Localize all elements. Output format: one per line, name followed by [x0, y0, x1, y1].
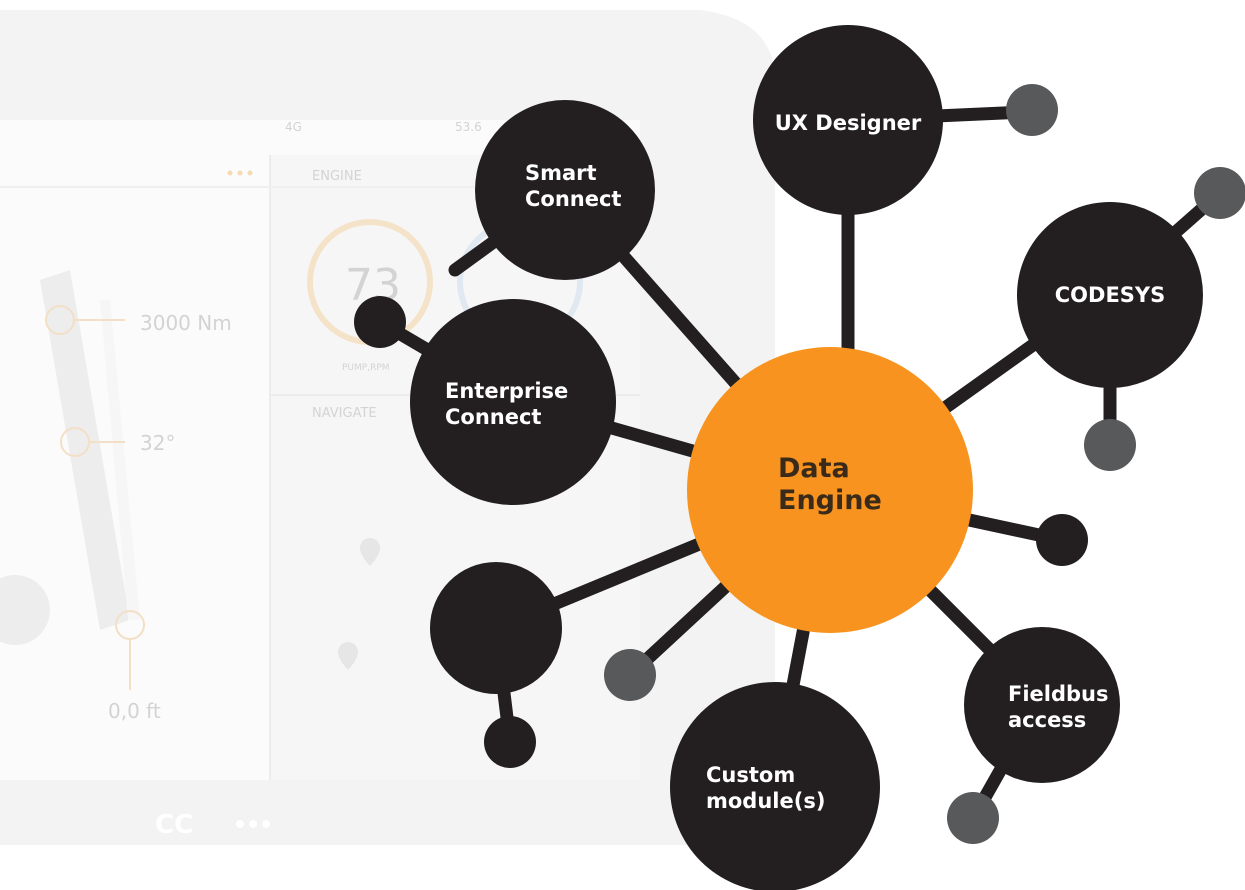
svg-text:Connect: Connect: [525, 187, 621, 211]
node-ux-designer: UX Designer: [753, 25, 943, 215]
svg-text:access: access: [1008, 708, 1086, 732]
svg-text:Fieldbus: Fieldbus: [1008, 682, 1109, 706]
satellite-dot-grey: [1006, 84, 1058, 136]
node-fieldbus-access: Fieldbus access: [964, 627, 1120, 783]
svg-text:CODESYS: CODESYS: [1055, 283, 1166, 307]
svg-text:Smart: Smart: [525, 161, 597, 185]
satellite-dot-black: [484, 716, 536, 768]
satellite-dots: [354, 84, 1245, 844]
satellite-dot-grey: [1084, 419, 1136, 471]
engine-label: ENGINE: [312, 169, 362, 184]
satellite-dot-grey: [604, 649, 656, 701]
satellite-dot-black: [1036, 514, 1088, 566]
torque-readout: 3000 Nm: [140, 311, 232, 335]
height-readout: 0,0 ft: [108, 699, 161, 723]
node-enterprise-connect: Enterprise Connect: [410, 299, 616, 505]
node-unlabeled: [430, 562, 562, 694]
svg-text:module(s): module(s): [706, 789, 825, 813]
svg-text:Engine: Engine: [778, 485, 882, 516]
hub-data-engine: Data Engine: [687, 347, 973, 633]
gauge-caption: PUMP,RPM: [342, 363, 390, 373]
node-custom-modules: Custom module(s): [670, 682, 880, 890]
angle-readout: 32°: [140, 431, 175, 455]
satellite-dot-black: [354, 296, 406, 348]
background-device: 4G 53.6 ENGINE NAVIGATE 73 PUMP,RPM 3000…: [0, 10, 776, 845]
status-network: 4G: [285, 120, 302, 134]
svg-text:Connect: Connect: [445, 405, 541, 429]
svg-text:Data: Data: [778, 453, 850, 484]
satellite-dot-grey: [1194, 167, 1245, 219]
satellite-dot-grey: [947, 792, 999, 844]
status-battery: 53.6: [455, 120, 482, 134]
node-smart-connect: Smart Connect: [475, 100, 655, 280]
svg-text:Enterprise: Enterprise: [445, 379, 568, 403]
brand-mark: CC: [155, 810, 193, 840]
navigate-label: NAVIGATE: [312, 406, 377, 421]
node-codesys: CODESYS: [1017, 202, 1203, 388]
svg-text:Custom: Custom: [706, 763, 795, 787]
svg-text:UX Designer: UX Designer: [775, 111, 922, 135]
